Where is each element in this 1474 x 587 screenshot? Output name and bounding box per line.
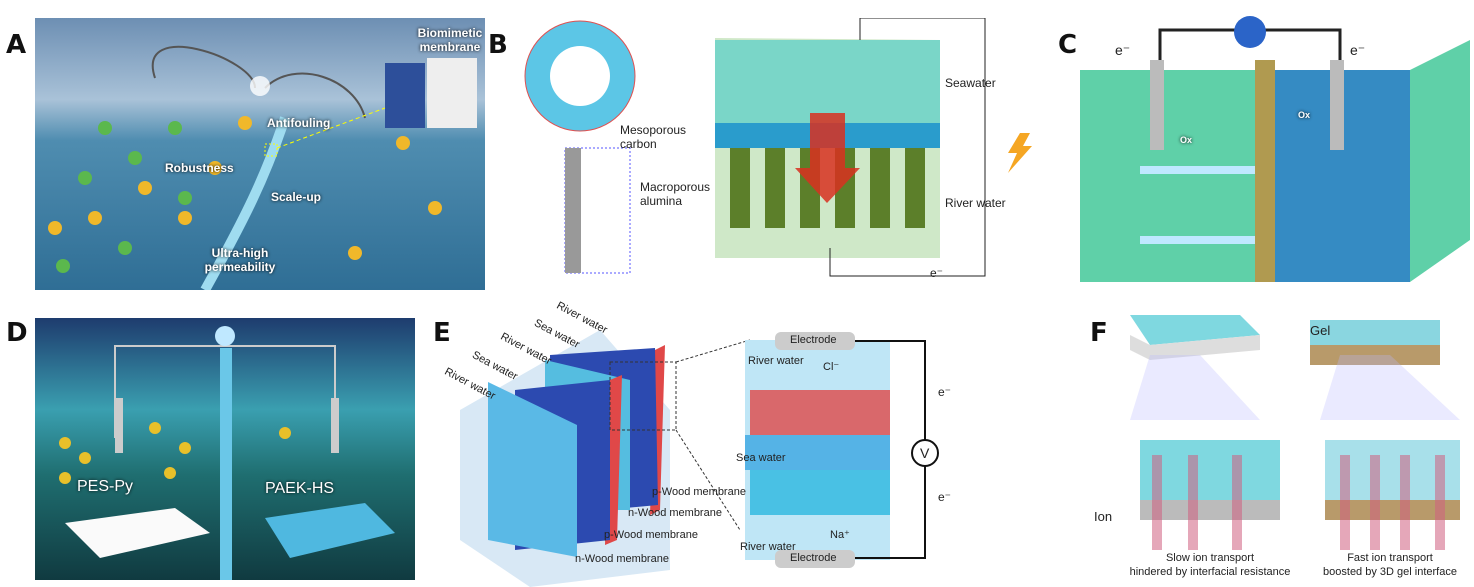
voltmeter-icon — [911, 439, 939, 467]
fast-transport-line2: boosted by 3D gel interface — [1323, 566, 1457, 578]
electrode-bottom: Electrode — [790, 552, 837, 564]
panel-e-art — [460, 330, 939, 587]
panel-label-e: E — [433, 318, 451, 348]
panel-a-art — [48, 45, 477, 290]
sodium-label: Na⁺ — [830, 529, 850, 541]
biomimetic-membrane-label: Biomimetic membrane — [417, 26, 483, 54]
sea-water-mid-label: Sea water — [736, 452, 786, 464]
electron-label: e⁻ — [930, 266, 944, 280]
voltmeter-label: V — [920, 445, 930, 461]
macroporous-alumina-label: Macroporous alumina — [640, 180, 711, 208]
paek-hs-label: PAEK-HS — [265, 480, 335, 497]
membrane-label-n: n-Wood membrane — [628, 507, 722, 519]
panel-d-art — [59, 326, 395, 580]
seawater-label: Seawater — [945, 76, 996, 90]
river-water-bottom-label: River water — [740, 541, 796, 553]
antifouling-label: Antifouling — [267, 116, 331, 130]
panel-c-art — [1080, 16, 1470, 282]
electrode-top: Electrode — [790, 334, 837, 346]
panel-a: Biomimetic membrane Antifouling Robustne… — [35, 18, 485, 290]
panel-b: Mesoporous carbon Macroporous alumina Se… — [520, 18, 1060, 290]
river-water-top-label: River water — [748, 355, 804, 367]
slow-transport-line1: Slow ion transport — [1165, 552, 1255, 564]
panel-b-art — [524, 18, 1032, 277]
ox-label: Ox — [1298, 110, 1311, 120]
panel-f-art — [1130, 315, 1460, 550]
panel-label-f: F — [1090, 318, 1108, 348]
river-water-label: River water — [945, 196, 1006, 210]
membrane-label-p: p-Wood membrane — [652, 486, 746, 498]
fast-transport-line1: Fast ion transport — [1347, 552, 1433, 564]
panel-f: Gel Slow ion transport hindered by inter… — [1120, 305, 1474, 587]
permeability-label: Ultra-high permeability — [204, 246, 276, 274]
panel-label-a: A — [6, 30, 27, 60]
ox-label: Ox — [1180, 135, 1193, 145]
bulb-icon — [250, 76, 270, 96]
robustness-label: Robustness — [165, 161, 234, 175]
electron-top-label: e⁻ — [938, 385, 952, 399]
scale-up-label: Scale-up — [271, 190, 322, 204]
panel-d: PES-Py PAEK-HS — [35, 318, 415, 580]
bulb-icon — [215, 326, 235, 346]
membrane-label-p: p-Wood membrane — [604, 529, 698, 541]
slow-transport-line2: hindered by interfacial resistance — [1129, 566, 1291, 578]
panel-label-c: C — [1058, 30, 1078, 60]
electron-left-label: e⁻ — [1115, 42, 1131, 58]
panel-label-d: D — [6, 318, 28, 348]
electron-right-label: e⁻ — [1350, 42, 1366, 58]
panel-e: River water Sea water River water Sea wa… — [430, 300, 1070, 587]
chloride-label: Cl⁻ — [823, 361, 840, 373]
power-icon — [1234, 16, 1266, 48]
ion-label: Ion — [1094, 509, 1113, 524]
pes-py-label: PES-Py — [77, 478, 134, 495]
gel-label: Gel — [1310, 323, 1331, 338]
panel-c: e⁻ e⁻ Ox Ox — [1080, 10, 1470, 292]
membrane-wave — [200, 116, 290, 290]
panel-label-b: B — [488, 30, 508, 60]
mesoporous-carbon-label: Mesoporous carbon — [620, 123, 687, 151]
membrane-label-n: n-Wood membrane — [575, 553, 669, 565]
electron-bottom-label: e⁻ — [938, 490, 952, 504]
